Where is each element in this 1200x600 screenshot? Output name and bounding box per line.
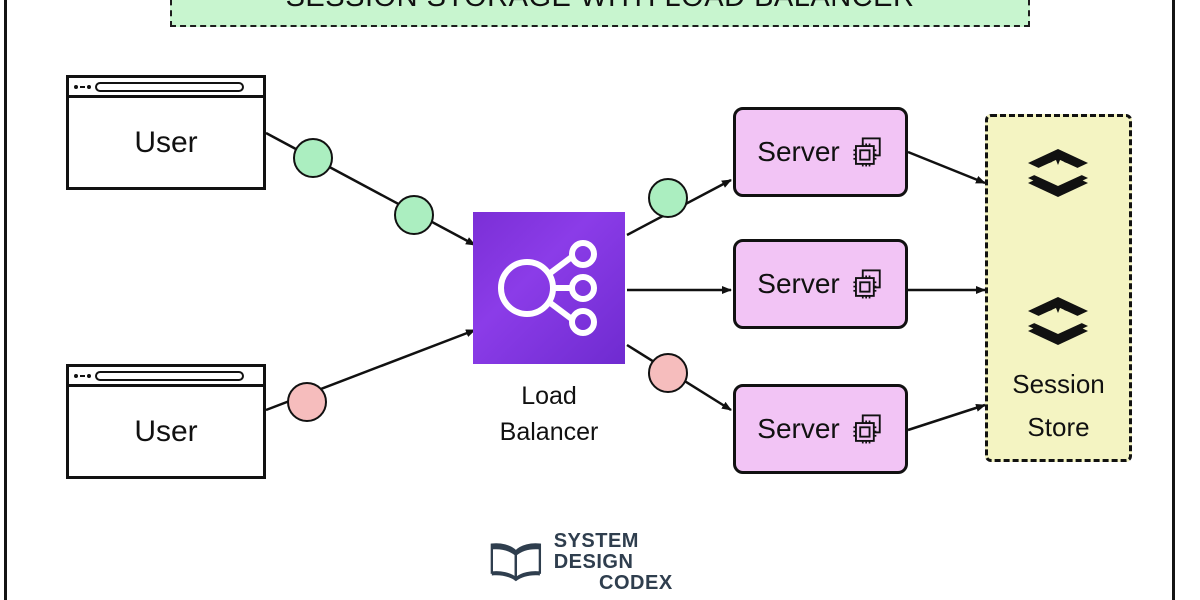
page-title: SESSION STORAGE WITH LOAD BALANCER — [286, 0, 915, 14]
session-store-label: Session Store — [985, 363, 1132, 449]
session-store-label-line2: Store — [1027, 412, 1090, 442]
stacked-layers-icon-bottom — [1028, 297, 1088, 345]
edge-server3-to-sessionstore — [907, 403, 986, 432]
stacked-layers-icon-top — [1028, 149, 1088, 197]
browser-url-bar[interactable] — [95, 81, 244, 92]
brand-line-2: CODEX — [599, 571, 673, 594]
frame-border-right — [1172, 0, 1175, 600]
load-balancer-node[interactable] — [473, 212, 625, 364]
load-balancer-distribution-icon — [498, 240, 597, 336]
browser-viewport: User — [69, 387, 263, 476]
load-balancer-caption: Load Balancer — [443, 378, 655, 450]
server-node-2[interactable]: Server — [733, 239, 908, 329]
session-store-label-line1: Session — [1012, 369, 1105, 399]
session-token-lb-server3 — [648, 353, 688, 393]
session-token-user1-a — [293, 138, 333, 178]
client-browser-user-2[interactable]: User — [66, 364, 266, 479]
browser-controls-icon — [74, 84, 91, 89]
open-book-icon — [490, 543, 542, 582]
load-balancer-caption-line1: Load — [521, 382, 577, 410]
server-node-3[interactable]: Server — [733, 384, 908, 474]
frame-border-left — [4, 0, 7, 600]
client-label: User — [134, 125, 198, 159]
cpu-chip-icon — [853, 137, 881, 167]
server-label: Server — [757, 268, 840, 299]
diagram-title-banner: SESSION STORAGE WITH LOAD BALANCER — [170, 0, 1030, 27]
footer-brand-logo: SYSTEM DESIGN CODEX — [488, 530, 718, 593]
session-token-user1-b — [394, 195, 434, 235]
browser-controls-icon — [74, 373, 91, 378]
browser-viewport: User — [69, 98, 263, 187]
brand-wordmark: SYSTEM DESIGN CODEX — [553, 529, 718, 594]
browser-titlebar — [69, 367, 263, 387]
server-label: Server — [757, 136, 840, 167]
browser-url-bar[interactable] — [95, 370, 244, 381]
cpu-chip-icon — [853, 414, 881, 444]
brand-line-1: SYSTEM DESIGN — [553, 529, 639, 573]
session-token-user2-a — [287, 382, 327, 422]
cpu-chip-icon — [853, 269, 881, 299]
load-balancer-caption-line2: Balancer — [499, 418, 599, 446]
browser-titlebar — [69, 78, 263, 98]
session-token-lb-server1 — [648, 178, 688, 218]
server-node-1[interactable]: Server — [733, 107, 908, 197]
client-browser-user-1[interactable]: User — [66, 75, 266, 190]
server-label: Server — [757, 413, 840, 444]
edge-server1-to-sessionstore — [907, 150, 986, 185]
client-label: User — [134, 414, 198, 448]
